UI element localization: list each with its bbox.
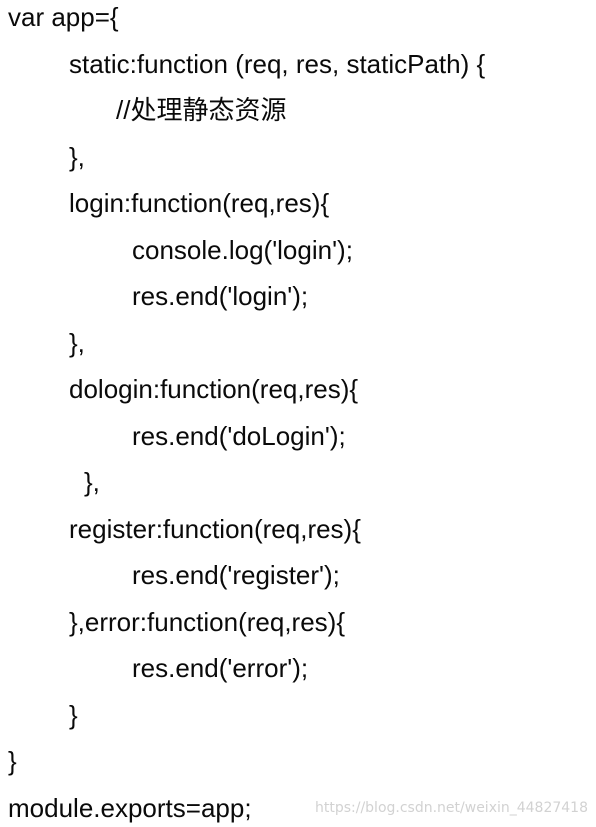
code-line-1: var app={ xyxy=(8,2,119,32)
code-line-15: res.end('error'); xyxy=(132,653,309,683)
code-line-3-comment: //处理静态资源 xyxy=(116,95,287,125)
code-line-14: },error:function(req,res){ xyxy=(69,607,346,637)
code-line-7: res.end('login'); xyxy=(132,281,309,311)
code-line-8: }, xyxy=(69,328,85,358)
code-line-13: res.end('register'); xyxy=(132,560,340,590)
code-line-6: console.log('login'); xyxy=(132,235,353,265)
code-line-5: login:function(req,res){ xyxy=(69,188,330,218)
code-line-4: }, xyxy=(69,142,85,172)
code-line-2: static:function (req, res, staticPath) { xyxy=(69,49,486,79)
code-line-11: }, xyxy=(84,467,100,497)
code-line-10: res.end('doLogin'); xyxy=(132,421,346,451)
code-line-12: register:function(req,res){ xyxy=(69,514,361,544)
code-line-9: dologin:function(req,res){ xyxy=(69,374,359,404)
code-line-17: } xyxy=(8,746,17,776)
watermark-url: https://blog.csdn.net/weixin_44827418 xyxy=(314,800,588,816)
code-line-18: module.exports=app; xyxy=(8,793,252,823)
code-line-16: } xyxy=(69,700,78,730)
